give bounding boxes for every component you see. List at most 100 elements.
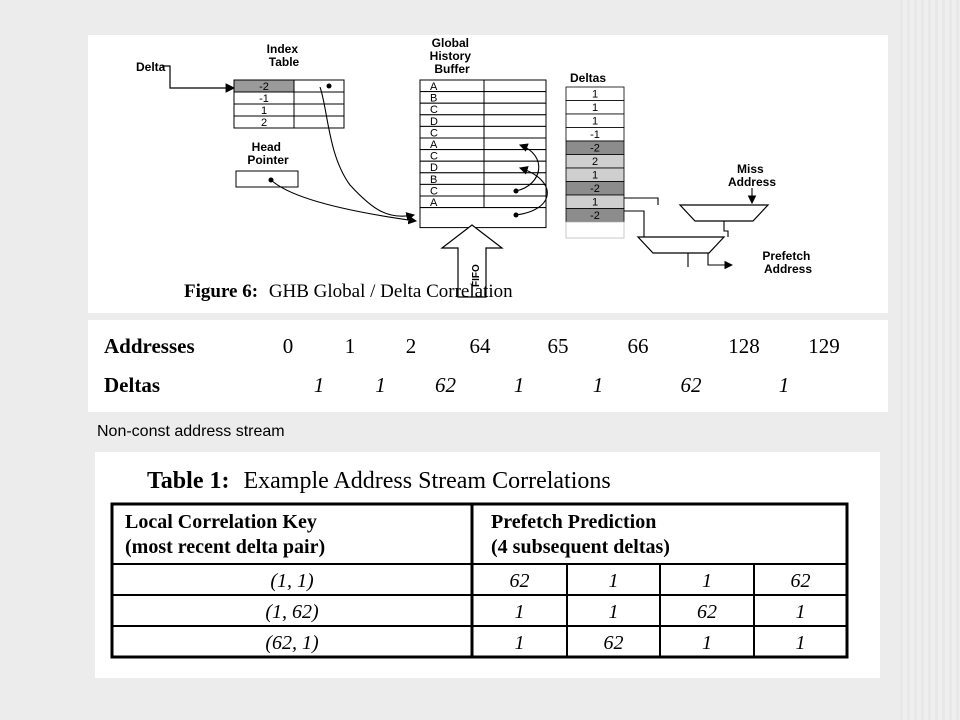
delta-stream-value: 1 (593, 373, 604, 397)
prediction-value: 1 (796, 601, 806, 623)
delta-value: 1 (592, 102, 598, 114)
ghb-address: B (430, 93, 437, 105)
ghb-address: C (430, 185, 438, 197)
ghb-address: A (430, 139, 438, 151)
fifo-label: FIFO (471, 264, 482, 287)
delta-stream-value: 62 (681, 373, 703, 397)
correlation-table: Table 1: Example Address Stream Correlat… (110, 468, 849, 659)
header-key-line1: Local Correlation Key (125, 511, 317, 533)
ghb-link-cell (483, 114, 547, 127)
correlation-key: (1, 1) (270, 570, 314, 592)
address-value: 2 (406, 334, 417, 358)
head-to-ghb-link (270, 179, 418, 225)
ghb-address: D (430, 162, 438, 174)
address-value: 1 (345, 334, 356, 358)
prediction-value: 1 (609, 570, 619, 592)
ghb-address: C (430, 151, 438, 163)
delta-value: -2 (590, 143, 600, 155)
delta-value: 1 (592, 197, 598, 209)
index-table-label: Index Table (267, 42, 302, 69)
deltas-row-label: Deltas (104, 373, 160, 397)
delta-value: -1 (590, 129, 600, 141)
index-table-pointer-cell (293, 79, 345, 93)
ghb-address: A (430, 81, 438, 93)
prediction-value: 1 (515, 632, 525, 654)
address-value: 66 (628, 334, 649, 358)
delta-stream-value: 1 (375, 373, 386, 397)
delta-value: 2 (592, 156, 598, 168)
prediction-value: 1 (702, 570, 712, 592)
ghb-chain-link-1 (515, 143, 540, 192)
delta-value: -2 (590, 210, 600, 222)
ghb-address: D (430, 116, 438, 128)
index-pointer-dot (326, 83, 332, 89)
index-table: -2-112 (233, 79, 345, 129)
delta-tail (565, 221, 625, 239)
ghb-address: B (430, 174, 437, 186)
ghb-link-cell (483, 91, 547, 104)
index-to-ghb-link (319, 86, 416, 221)
ghb-chain-link-2 (515, 166, 548, 216)
miss-address-label: Miss Address (728, 162, 776, 189)
address-value: 129 (808, 334, 840, 358)
prediction-value: 1 (796, 632, 806, 654)
address-value: 128 (728, 334, 760, 358)
header-key-line2: (most recent delta pair) (125, 536, 325, 558)
ghb-link-cell (483, 125, 547, 139)
figure-caption: Figure 6: GHB Global / Delta Correlation (184, 281, 513, 302)
table-title: Table 1: Example Address Stream Correlat… (147, 468, 611, 494)
delta-stream-value: 1 (514, 373, 525, 397)
addresses-row-label: Addresses (104, 334, 195, 358)
delta-stream-value: 62 (435, 373, 457, 397)
table-border (110, 502, 849, 659)
delta-stream-value: 1 (314, 373, 325, 397)
ghb-link-cell (483, 195, 547, 209)
correlation-table-panel: Table 1: Example Address Stream Correlat… (95, 452, 880, 678)
ghb-link-cell (483, 160, 547, 174)
adder-1 (678, 204, 770, 222)
ghb-tail (419, 207, 547, 229)
prediction-value: 1 (702, 632, 712, 654)
header-pred-line1: Prefetch Prediction (491, 511, 656, 533)
ghb-link-cell (483, 172, 547, 185)
prediction-value: 62 (604, 632, 624, 654)
correlation-key: (1, 62) (265, 601, 319, 623)
ghb-link-cell (483, 137, 547, 151)
ghb-link-cell (483, 79, 547, 93)
delta-value: 1 (592, 116, 598, 128)
header-pred-line2: (4 subsequent deltas) (491, 536, 670, 558)
index-table-pointer-cell (293, 103, 345, 117)
address-value: 65 (548, 334, 569, 358)
ghb-diagram: Delta Index Table -2-112 Head Pointer Gl… (136, 36, 813, 302)
index-table-key: -2 (259, 81, 269, 93)
prediction-value: 1 (515, 601, 525, 623)
index-table-key: -1 (259, 93, 269, 105)
ghb-link-cell (483, 102, 547, 116)
prediction-value: 1 (609, 601, 619, 623)
ghb-label: Global History Buffer (430, 36, 475, 76)
head-pointer-label: Head Pointer (247, 140, 289, 167)
prediction-value: 62 (697, 601, 717, 623)
prediction-value: 62 (510, 570, 530, 592)
ghb-address: A (430, 197, 438, 209)
address-value: 0 (283, 334, 294, 358)
fifo-arrow (440, 224, 504, 298)
background-texture (900, 0, 960, 720)
index-table-key: 1 (261, 105, 267, 117)
index-table-pointer-cell (293, 91, 345, 105)
delta-value: -2 (590, 183, 600, 195)
delta-value: 1 (592, 170, 598, 182)
head-pointer-box (235, 170, 299, 188)
delta-arrow (162, 65, 236, 93)
ghb-address: C (430, 104, 438, 116)
prefetch-address-label: Prefetch Address (762, 249, 813, 276)
deltas-column: 111-1-221-21-2 (565, 86, 625, 239)
correlation-key: (62, 1) (265, 632, 319, 654)
adder-2 (636, 236, 726, 254)
